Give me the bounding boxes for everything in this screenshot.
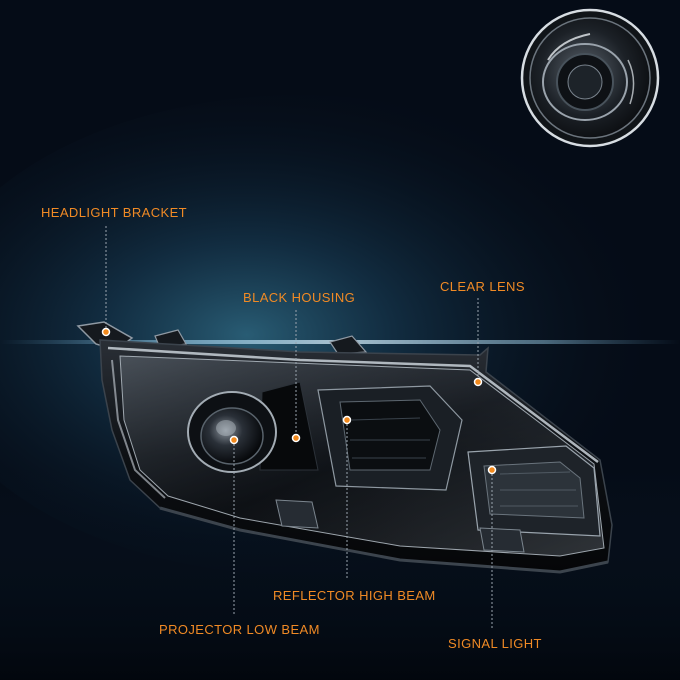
callout-projector-low-beam: PROJECTOR LOW BEAM [159,622,320,637]
marker-dot-housing [291,433,301,443]
headlight-assembly [76,321,613,574]
marker-dot-signal [487,465,497,475]
projector-low-beam [187,391,277,473]
leader-lines [105,226,493,628]
marker-dot-reflector [342,415,352,425]
callout-black-housing: BLACK HOUSING [243,290,356,305]
signal-light [467,445,601,537]
reflector-high-beam [317,385,463,491]
callout-clear-lens: CLEAR LENS [440,279,525,294]
marker-dot-bracket [101,327,111,337]
callout-reflector-high-beam: REFLECTOR HIGH BEAM [273,588,436,603]
inset-projector-zoom [520,8,660,148]
marker-dot-lens [473,377,483,387]
callout-signal-light: SIGNAL LIGHT [448,636,542,651]
callout-headlight-bracket: HEADLIGHT BRACKET [41,205,187,220]
marker-dots [101,327,497,475]
chrome-trim [107,346,599,463]
marker-dot-projector [229,435,239,445]
